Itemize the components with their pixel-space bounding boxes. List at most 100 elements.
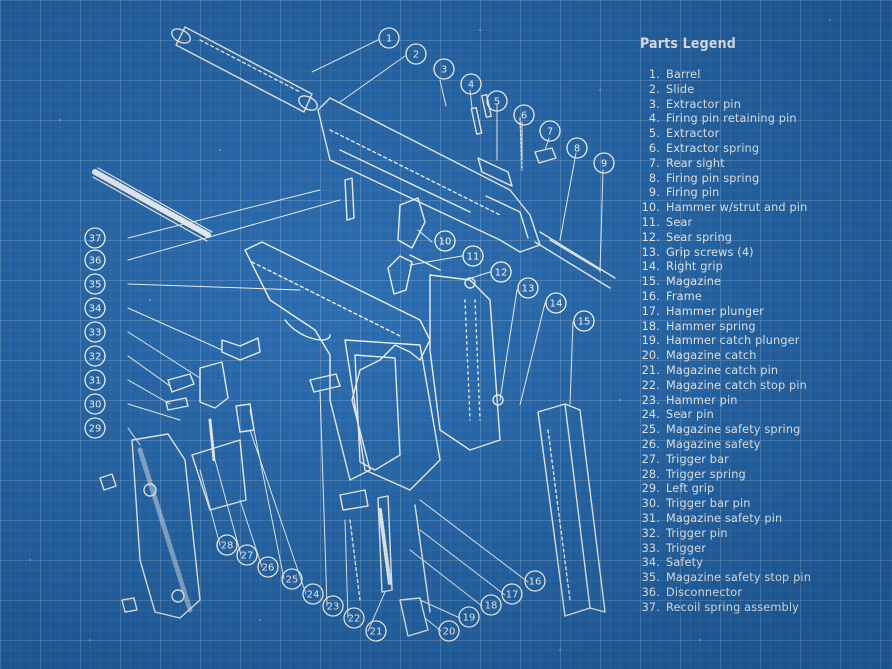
callout-number: 4 bbox=[468, 80, 474, 91]
callout-number: 20 bbox=[443, 627, 456, 638]
callout-29: 29 bbox=[84, 417, 106, 439]
callout-number: 12 bbox=[495, 268, 508, 279]
legend-item: 32. Trigger pin bbox=[638, 527, 888, 542]
legend-item: 4.Firing pin retaining pin bbox=[638, 112, 888, 127]
legend-item-label: Disconnector bbox=[666, 585, 743, 599]
callout-number: 35 bbox=[89, 280, 102, 291]
legend-item-number: 31. bbox=[641, 511, 660, 525]
legend-item: 30.Trigger bar pin bbox=[638, 497, 888, 512]
legend-item-label: Trigger pin bbox=[666, 526, 728, 540]
callout-36: 36 bbox=[84, 249, 106, 271]
legend-item-label: Barrel bbox=[666, 68, 701, 81]
legend-item: 24.Sear pin bbox=[638, 408, 888, 423]
part-small-slide-parts bbox=[470, 93, 601, 271]
legend-item-number: 16. bbox=[641, 289, 660, 303]
legend-item: 10.Hammer w/strut and pin bbox=[638, 201, 888, 216]
callout-1: 1 bbox=[378, 27, 400, 49]
callout-31: 31 bbox=[84, 369, 106, 391]
legend-item-number: 12. bbox=[641, 230, 660, 244]
callout-number: 16 bbox=[529, 577, 542, 588]
legend-item-label: Grip screws (4) bbox=[666, 245, 754, 259]
legend-item-label: Magazine safety bbox=[666, 437, 761, 451]
legend-item-number: 35. bbox=[641, 571, 660, 585]
legend-item-number: 7. bbox=[648, 156, 660, 170]
blueprint-wear bbox=[29, 19, 831, 651]
legend-item: 19.Hammer catch plunger bbox=[638, 334, 888, 349]
legend-item-number: 1. bbox=[648, 68, 660, 81]
callout-12: 12 bbox=[490, 261, 512, 283]
part-magazine bbox=[537, 403, 606, 617]
callout-19: 19 bbox=[458, 606, 480, 628]
legend-item-number: 25. bbox=[641, 423, 660, 437]
callout-13: 13 bbox=[517, 277, 539, 299]
callout-number: 3 bbox=[441, 65, 447, 76]
legend-item-number: 17. bbox=[641, 304, 660, 318]
callout-number: 11 bbox=[467, 252, 480, 263]
legend-item-number: 9. bbox=[648, 186, 660, 200]
legend-item-label: Magazine bbox=[666, 275, 722, 289]
callout-21: 21 bbox=[365, 620, 387, 642]
legend-item-label: Trigger bar bbox=[666, 452, 729, 466]
legend-item-label: Magazine safety pin bbox=[666, 511, 783, 525]
callout-number: 10 bbox=[439, 237, 452, 248]
part-slide bbox=[317, 97, 616, 289]
part-right-grip bbox=[429, 274, 504, 451]
legend-item: 36.Disconnector bbox=[638, 586, 888, 601]
legend-item: 2.Slide bbox=[638, 83, 888, 98]
legend-item: 8.Firing pin spring bbox=[638, 172, 888, 187]
legend-item: 27.Trigger bar bbox=[638, 453, 888, 468]
legend-item: 20.Magazine catch bbox=[638, 349, 888, 364]
callout-number: 24 bbox=[307, 590, 320, 601]
callout-number: 2 bbox=[413, 50, 419, 61]
legend-item: 5.Extractor bbox=[638, 127, 888, 142]
callout-24: 24 bbox=[302, 583, 324, 605]
part-frame bbox=[244, 241, 441, 491]
callout-number: 30 bbox=[89, 400, 102, 411]
legend-item: 21.Magazine catch pin bbox=[638, 364, 888, 379]
legend-item: 25.Magazine safety spring bbox=[638, 423, 888, 438]
legend-item-label: Rear sight bbox=[666, 156, 725, 170]
legend-item-label: Magazine safety stop pin bbox=[666, 571, 812, 585]
callout-5: 5 bbox=[486, 90, 508, 112]
callout-number: 28 bbox=[221, 541, 234, 552]
legend-item-label: Trigger spring bbox=[666, 467, 746, 481]
callout-14: 14 bbox=[545, 292, 567, 314]
callout-18: 18 bbox=[480, 594, 502, 616]
callout-4: 4 bbox=[460, 73, 482, 95]
legend-item-number: 6. bbox=[648, 141, 660, 155]
legend-item: 35. Magazine safety stop pin bbox=[638, 571, 888, 586]
legend-item: 1. Barrel bbox=[638, 68, 888, 83]
legend-item-number: 14. bbox=[641, 260, 660, 274]
part-left-grip bbox=[99, 433, 201, 619]
legend-item: 22.Magazine catch stop pin bbox=[638, 379, 888, 394]
callout-number: 26 bbox=[262, 563, 275, 574]
legend-item: 37.Recoil spring assembly bbox=[638, 601, 888, 616]
callout-30: 30 bbox=[84, 393, 106, 415]
callout-number: 14 bbox=[550, 299, 563, 310]
callout-number: 5 bbox=[494, 97, 500, 108]
callout-37: 37 bbox=[84, 227, 106, 249]
callout-number: 8 bbox=[574, 144, 580, 155]
legend-item-number: 4. bbox=[648, 112, 660, 126]
callout-3: 3 bbox=[433, 58, 455, 80]
legend-item-number: 32. bbox=[641, 526, 660, 540]
legend-item: 17.Hammer plunger bbox=[638, 305, 888, 320]
callout-number: 9 bbox=[601, 159, 607, 170]
callout-number: 7 bbox=[547, 127, 553, 138]
legend-item-label: Hammer w/strut and pin bbox=[666, 201, 808, 215]
legend-item: 3.Extractor pin bbox=[638, 98, 888, 113]
legend-item: 6.Extractor spring bbox=[638, 142, 888, 157]
callout-number: 29 bbox=[89, 424, 102, 435]
legend-item: 23.Hammer pin bbox=[638, 394, 888, 409]
legend-item: 15.Magazine bbox=[638, 275, 888, 290]
legend-item-label: Magazine catch pin bbox=[666, 363, 779, 377]
part-recoil-spring bbox=[92, 167, 213, 242]
callout-22: 22 bbox=[343, 607, 365, 629]
leader-lines bbox=[127, 39, 604, 632]
legend-item: 11.Sear bbox=[638, 216, 888, 231]
callout-15: 15 bbox=[573, 310, 595, 332]
callout-20: 20 bbox=[438, 620, 460, 642]
callout-number: 33 bbox=[89, 328, 102, 339]
